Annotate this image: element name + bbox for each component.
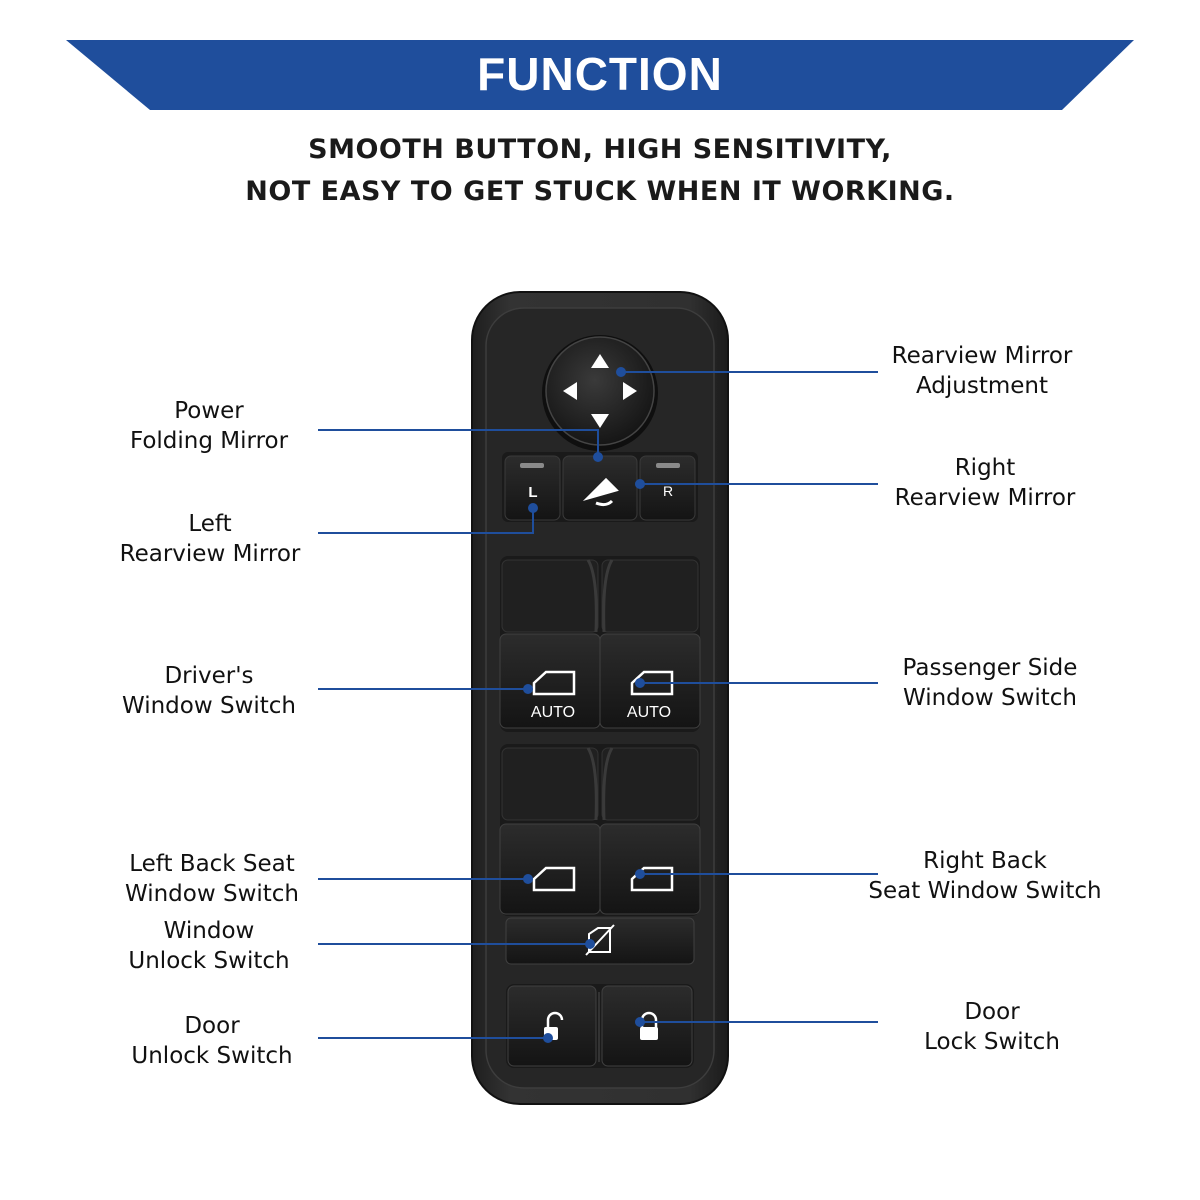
- callout-right-rearview-mirror: Right Rearview Mirror: [894, 455, 1076, 511]
- callout-left-rearview-mirror: Left Rearview Mirror: [119, 511, 301, 567]
- page-title: FUNCTION: [477, 48, 723, 100]
- callout-drivers-window-switch: Driver's Window Switch: [121, 663, 297, 719]
- door-unlock-button[interactable]: [507, 985, 597, 1067]
- rear-window-switches: [499, 744, 701, 916]
- callout-power-folding-mirror: Power Folding Mirror: [129, 398, 289, 454]
- callout-right-back-seat-window-switch: Right Back Seat Window Switch: [868, 848, 1102, 904]
- function-banner: [66, 40, 1134, 110]
- callout-window-unlock-switch: Window Unlock Switch: [128, 918, 290, 974]
- callout-left-back-seat-window-switch: Left Back Seat Window Switch: [124, 851, 300, 907]
- window-icon: [532, 670, 576, 696]
- mirror-adjust-knob[interactable]: [542, 335, 658, 451]
- leader-dots: [523, 367, 645, 1043]
- callout-passenger-side-window-switch: Passenger Side Window Switch: [902, 655, 1078, 711]
- door-lock-buttons: [506, 984, 694, 1068]
- callout-rearview-mirror-adjustment: Rearview Mirror Adjustment: [891, 343, 1073, 399]
- arrow-down-icon: [591, 414, 609, 428]
- arrow-left-icon: [563, 382, 577, 400]
- window-icon: [630, 866, 674, 892]
- arrow-right-icon: [623, 382, 637, 400]
- window-icon: [630, 670, 674, 696]
- driver-auto-label: AUTO: [531, 704, 575, 721]
- left-mirror-label: L: [528, 484, 537, 501]
- callout-door-lock-switch: Door Lock Switch: [924, 999, 1060, 1055]
- arrow-up-icon: [591, 354, 609, 368]
- passenger-window-button[interactable]: [599, 633, 701, 729]
- window-icon: [532, 866, 576, 892]
- window-lockout-button[interactable]: [505, 917, 695, 965]
- mirror-selector-row: [502, 452, 698, 522]
- subtitle-line-1: SMOOTH BUTTON, HIGH SENSITIVITY,: [308, 134, 892, 165]
- callout-door-unlock-switch: Door Unlock Switch: [131, 1013, 293, 1069]
- window-lock-icon: [585, 924, 615, 956]
- leader-lines: [318, 371, 878, 1039]
- front-window-switches: [499, 556, 701, 732]
- door-lock-button[interactable]: [601, 985, 693, 1067]
- fold-mirror-icon: [582, 477, 619, 507]
- right-mirror-label: R: [663, 483, 673, 499]
- passenger-auto-label: AUTO: [627, 704, 671, 721]
- subtitle-line-2: NOT EASY TO GET STUCK WHEN IT WORKING.: [245, 176, 955, 207]
